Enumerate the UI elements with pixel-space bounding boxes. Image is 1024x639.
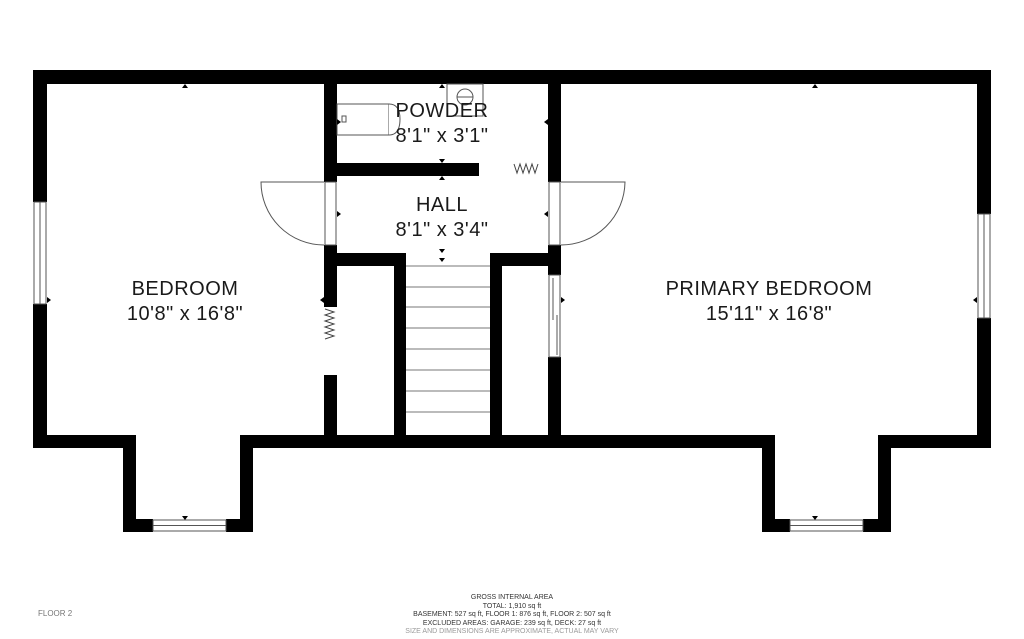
floor-label: FLOOR 2 [38, 609, 73, 618]
radiator-bedroom [323, 308, 336, 340]
room-label-primary-bedroom: PRIMARY BEDROOM [666, 278, 873, 300]
dimension-markers [47, 84, 977, 520]
windows [33, 201, 991, 532]
room-label-bedroom: BEDROOM [132, 278, 239, 300]
room-dims-powder: 8'1" x 3'1" [396, 125, 489, 147]
area-disclaimer: SIZE AND DIMENSIONS ARE APPROXIMATE, ACT… [405, 628, 619, 635]
radiator-hall [513, 162, 539, 175]
stairs [406, 265, 490, 413]
area-title: GROSS INTERNAL AREA [470, 594, 554, 601]
door-swing-left [260, 181, 325, 246]
room-label-powder: POWDER [396, 100, 489, 122]
area-summary: GROSS INTERNAL AREA TOTAL: 1,910 sq ft B… [0, 594, 1024, 637]
room-label-hall: HALL [416, 194, 468, 216]
powder-fixtures [336, 83, 484, 136]
area-excluded: EXCLUDED AREAS: GARAGE: 239 sq ft, DECK:… [422, 619, 602, 627]
area-total: TOTAL: 1,910 sq ft [482, 602, 542, 610]
room-dims-hall: 8'1" x 3'4" [396, 219, 489, 241]
doors [260, 181, 626, 375]
interior-walls [324, 70, 561, 448]
door-swing-right [560, 181, 626, 246]
radiators [323, 162, 539, 340]
room-dims-primary-bedroom: 15'11" x 16'8" [706, 303, 832, 325]
outer-walls [33, 70, 991, 532]
room-dims-bedroom: 10'8" x 16'8" [127, 303, 243, 325]
area-floors: BASEMENT: 527 sq ft, FLOOR 1: 876 sq ft,… [413, 611, 611, 618]
